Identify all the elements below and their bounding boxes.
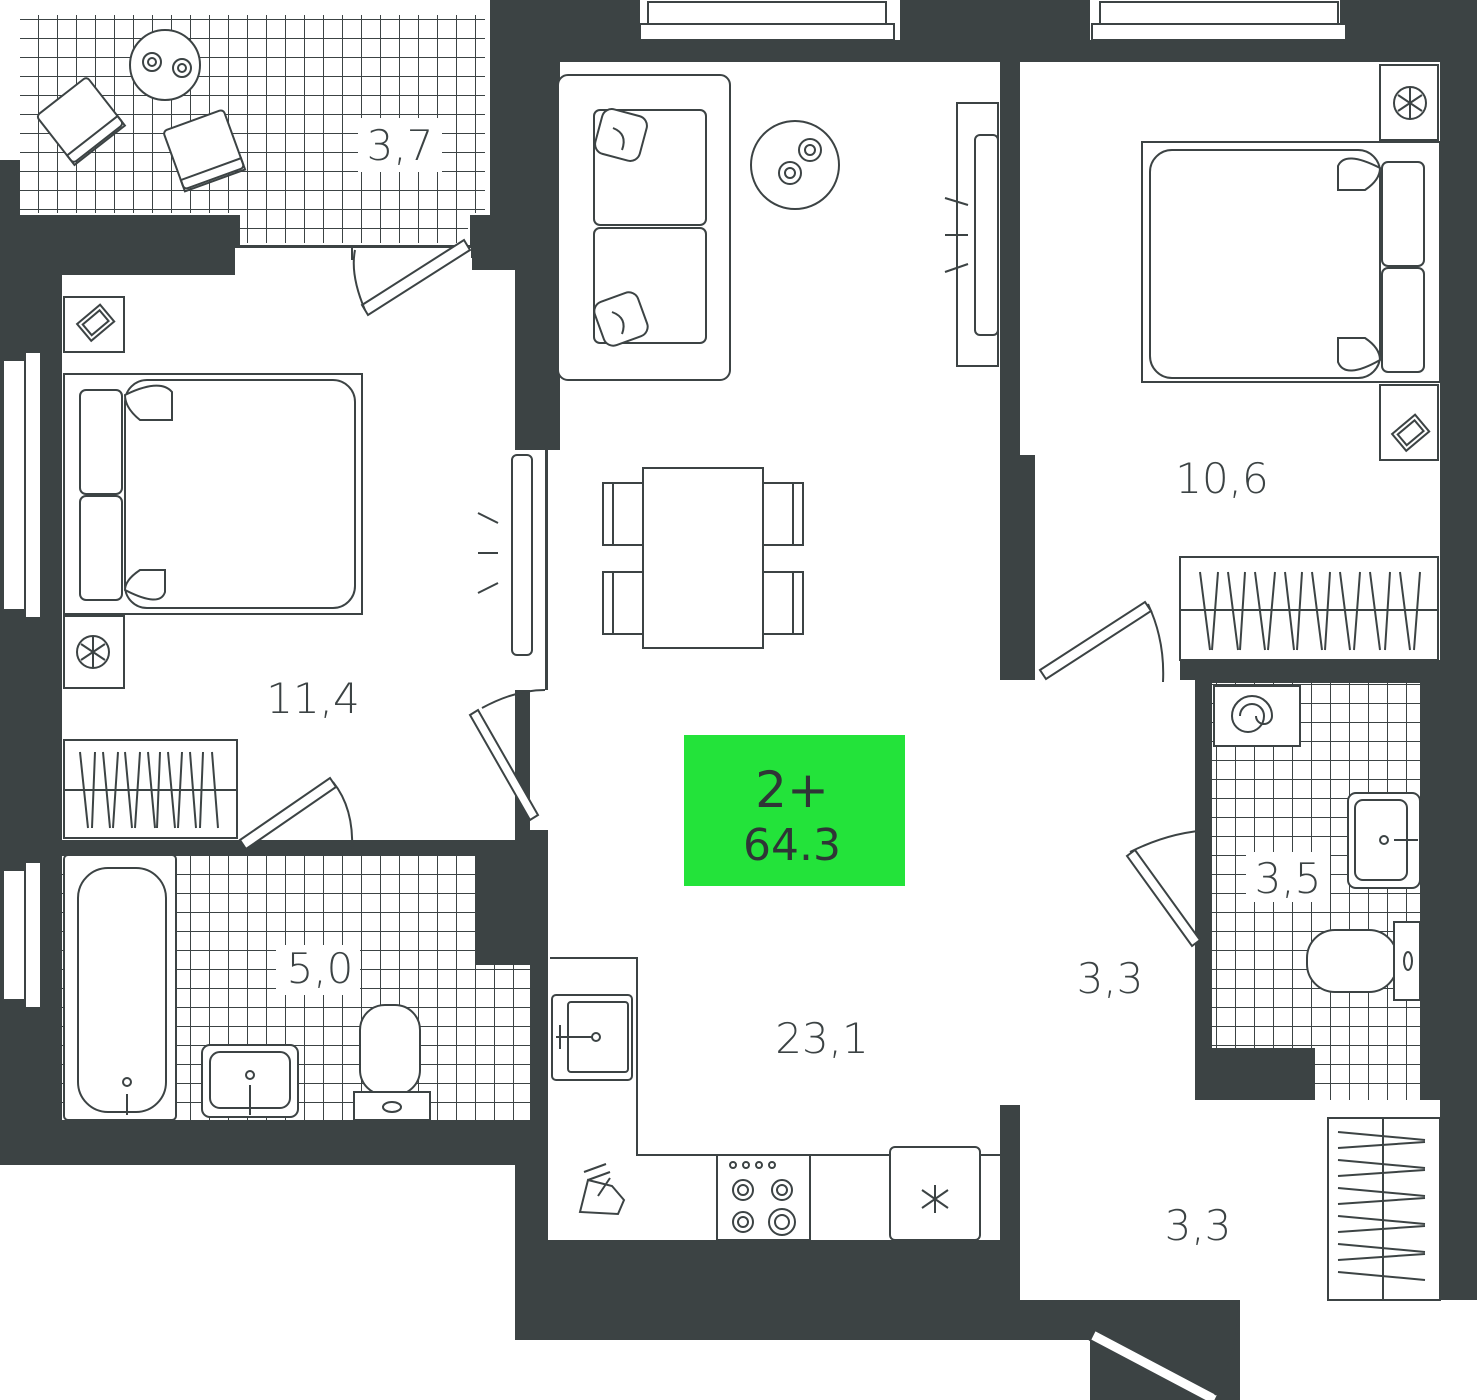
bedroom-left-furniture [63,296,533,839]
apartment-badge-box [684,735,905,886]
bedroom-left-area-label: 11,4 [266,674,360,723]
apartment-badge: 2+ 64.3 [684,735,905,886]
bedroom-right-furniture [1141,64,1441,661]
bathroom-left-area-label: 5,0 [287,944,354,993]
total-area-label: 64.3 [743,820,841,871]
doors [238,238,1240,1400]
bathroom-right-furniture [1213,685,1421,1001]
hall-lower-area-label: 3,3 [1165,1201,1232,1250]
balcony-furniture [36,29,442,193]
hall-furniture [1327,1117,1441,1301]
living-furniture [557,74,999,649]
bathroom-right-area-label: 3,5 [1255,854,1322,903]
balcony-area-label: 3,7 [367,121,434,170]
area-labels: 3,7 11,4 23,1 10,6 5,0 3,5 3,3 3,3 [266,121,1321,1250]
rooms-count-label: 2+ [755,761,829,819]
bedroom-right-area-label: 10,6 [1175,454,1269,503]
bathroom-left-furniture [63,854,431,1121]
kitchen-furniture [550,957,1000,1241]
windows [2,1,1347,1009]
hall-upper-area-label: 3,3 [1077,954,1144,1003]
living-kitchen-area-label: 23,1 [775,1014,869,1063]
